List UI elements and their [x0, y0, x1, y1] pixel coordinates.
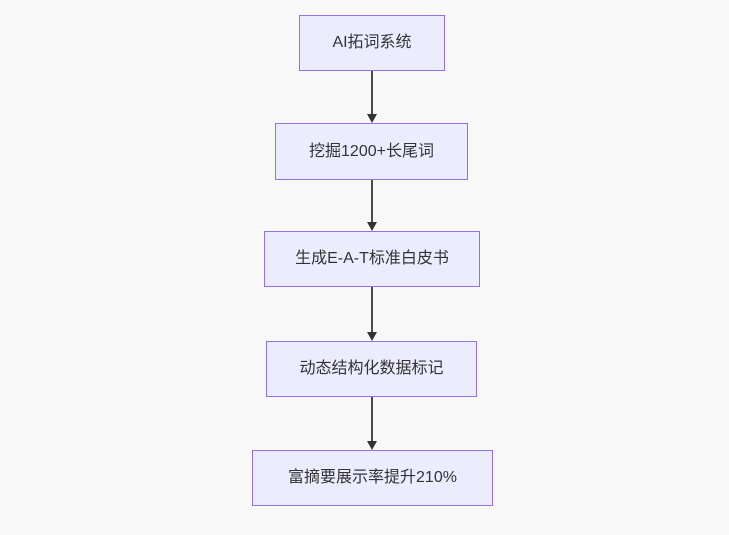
flow-node-dynamic-structured-data-markup: 动态结构化数据标记 — [266, 341, 477, 397]
arrow-line — [371, 397, 373, 443]
flow-arrow-2 — [366, 180, 378, 231]
node-label: 生成E-A-T标准白皮书 — [295, 250, 449, 268]
arrowhead-down-icon — [367, 114, 377, 123]
flow-node-mine-longtail-keywords: 挖掘1200+长尾词 — [275, 123, 468, 180]
flow-node-ai-word-expansion-system: AI拓词系统 — [299, 15, 445, 71]
arrowhead-down-icon — [367, 222, 377, 231]
flow-node-generate-eat-whitepaper: 生成E-A-T标准白皮书 — [264, 231, 480, 287]
arrow-line — [371, 71, 373, 116]
node-label: 富摘要展示率提升210% — [288, 469, 457, 487]
flow-arrow-1 — [366, 71, 378, 123]
arrowhead-down-icon — [367, 441, 377, 450]
arrow-line — [371, 287, 373, 334]
node-label: AI拓词系统 — [332, 34, 412, 52]
flow-arrow-3 — [366, 287, 378, 341]
flow-arrow-4 — [366, 397, 378, 450]
arrow-line — [371, 180, 373, 224]
node-label: 动态结构化数据标记 — [299, 360, 444, 378]
node-label: 挖掘1200+长尾词 — [309, 142, 434, 160]
arrowhead-down-icon — [367, 332, 377, 341]
flow-node-rich-snippet-rate-increase: 富摘要展示率提升210% — [252, 450, 493, 506]
